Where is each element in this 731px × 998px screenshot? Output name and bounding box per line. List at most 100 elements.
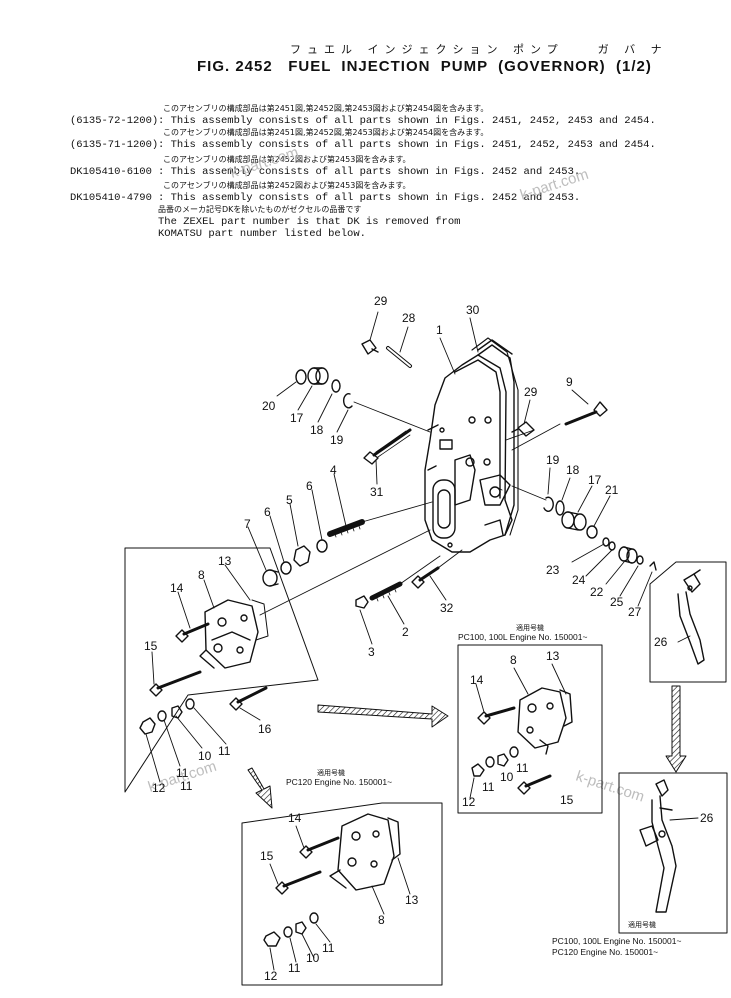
callout-2: 2	[402, 625, 409, 639]
nut-5	[293, 545, 311, 567]
callout-29-top: 29	[374, 294, 388, 308]
callout-8-mid: 8	[510, 653, 517, 667]
lever-26-top	[677, 569, 705, 665]
note-3-text: : This assembly consists of all parts sh…	[158, 166, 581, 178]
snap-ring-19-left	[343, 393, 353, 409]
callout-23: 23	[546, 563, 560, 577]
callout-19-left: 19	[330, 433, 344, 447]
screw-29-top	[361, 339, 379, 355]
washer-11-mid-a	[485, 756, 495, 768]
note-4-text: : This assembly consists of all parts sh…	[158, 192, 581, 204]
callout-25: 25	[610, 595, 624, 609]
callout-14-mid: 14	[470, 673, 484, 687]
watermark-1: k-part.com	[518, 166, 591, 204]
watermark-2: k-part.com	[228, 144, 301, 182]
callout-18-left: 18	[310, 423, 324, 437]
detail-box-right-top	[649, 561, 727, 683]
nut-10-mid	[497, 753, 509, 767]
bolt-15-bottom	[275, 870, 322, 895]
arrow-to-mid-detail	[317, 704, 449, 728]
callout-27: 27	[628, 605, 642, 619]
figure-title: FIG. 2452 FUEL INJECTION PUMP (GOVERNOR)…	[197, 58, 652, 75]
bolt-15-mid	[517, 774, 552, 795]
cap-nut-7	[262, 569, 279, 587]
bushing-17-left	[307, 367, 329, 385]
nut-3	[355, 595, 369, 609]
callout-11-left-c: 11	[180, 779, 193, 793]
washer-6-bottom	[280, 561, 292, 575]
callout-10-left: 10	[198, 749, 212, 763]
callout-28: 28	[402, 311, 416, 325]
callout-3: 3	[368, 645, 375, 659]
zexel-note-jp: 品番のメーカ記号DKを除いたものがゼクセルの品番です	[158, 205, 362, 214]
callout-31: 31	[370, 485, 384, 499]
bolt-9	[564, 401, 608, 426]
snap-ring-19-right	[543, 496, 554, 512]
callout-12-mid: 12	[462, 795, 476, 809]
adjust-screw-4	[327, 519, 365, 538]
governor-cover-bottom	[329, 813, 401, 891]
zexel-note-line1: The ZEXEL part number is that DK is remo…	[158, 216, 461, 228]
bolt-15-left	[149, 670, 202, 697]
nut-10-bottom	[295, 921, 307, 935]
note-2-jp: このアセンブリの構成部品は第2451図,第2452図,第2453図および第245…	[163, 128, 489, 137]
callout-5: 5	[286, 493, 293, 507]
note-1-jp: このアセンブリの構成部品は第2451図,第2452図,第2453図および第245…	[163, 104, 489, 113]
callout-8-bottom: 8	[378, 913, 385, 927]
nut-12-bottom	[263, 931, 281, 947]
callout-20: 20	[262, 399, 276, 413]
callout-13-left: 13	[218, 554, 232, 568]
callout-14-bottom: 14	[288, 811, 302, 825]
right-caption-line2: PC120 Engine No. 150001~	[552, 947, 658, 957]
o-ring-18-right	[555, 500, 565, 516]
detail-box-right-bottom	[618, 772, 728, 934]
callout-11-left-b: 11	[176, 766, 189, 780]
mid-caption-jp: 適用号機	[516, 623, 544, 632]
bottom-caption-jp: 適用号機	[317, 768, 345, 777]
bolt-16	[229, 686, 268, 711]
note-2-text: : This assembly consists of all parts sh…	[158, 139, 656, 151]
ring-24	[608, 541, 616, 551]
callout-17-left: 17	[290, 411, 304, 425]
bolt-14-bottom	[299, 836, 340, 859]
o-ring-18-left	[331, 379, 341, 393]
detail-box-left	[124, 547, 319, 793]
callout-13-mid: 13	[546, 649, 560, 663]
callout-7: 7	[244, 517, 251, 531]
pin-28	[386, 346, 412, 368]
callout-16: 16	[258, 722, 272, 736]
callout-11-left-a: 11	[218, 744, 231, 758]
callout-12-bottom: 12	[264, 969, 278, 983]
callout-32: 32	[440, 601, 454, 615]
callout-12-left: 12	[152, 781, 166, 795]
arrow-to-right-detail	[665, 685, 687, 773]
note-2-code: (6135-71-1200)	[70, 139, 159, 151]
callout-14-left: 14	[170, 581, 184, 595]
callout-26-top: 26	[654, 635, 668, 649]
washer-6-top	[316, 539, 328, 553]
right-caption-line1: PC100, 100L Engine No. 150001~	[552, 936, 681, 946]
callout-1: 1	[436, 323, 443, 337]
callout-21: 21	[605, 483, 619, 497]
washer-21	[586, 525, 598, 539]
bolt-14-mid	[477, 706, 516, 725]
callout-26-bottom: 26	[700, 811, 714, 825]
detail-box-mid	[457, 644, 603, 814]
callout-29-right: 29	[524, 385, 538, 399]
bolt-31	[363, 428, 412, 465]
callout-15-mid: 15	[560, 793, 574, 807]
callout-11-mid-a: 11	[516, 761, 529, 775]
callout-11-bottom-b: 11	[288, 961, 301, 975]
callout-11-mid-b: 11	[482, 780, 495, 794]
zexel-note-line2: KOMATSU part number listed below.	[158, 228, 366, 240]
callout-18-right: 18	[566, 463, 580, 477]
callout-9: 9	[566, 375, 573, 389]
ring-23	[602, 537, 610, 547]
callout-15-left: 15	[144, 639, 158, 653]
callout-22: 22	[590, 585, 604, 599]
washer-11-bottom-b	[309, 912, 319, 924]
washer-11-bottom-a	[283, 926, 293, 938]
callout-10-bottom: 10	[306, 951, 320, 965]
